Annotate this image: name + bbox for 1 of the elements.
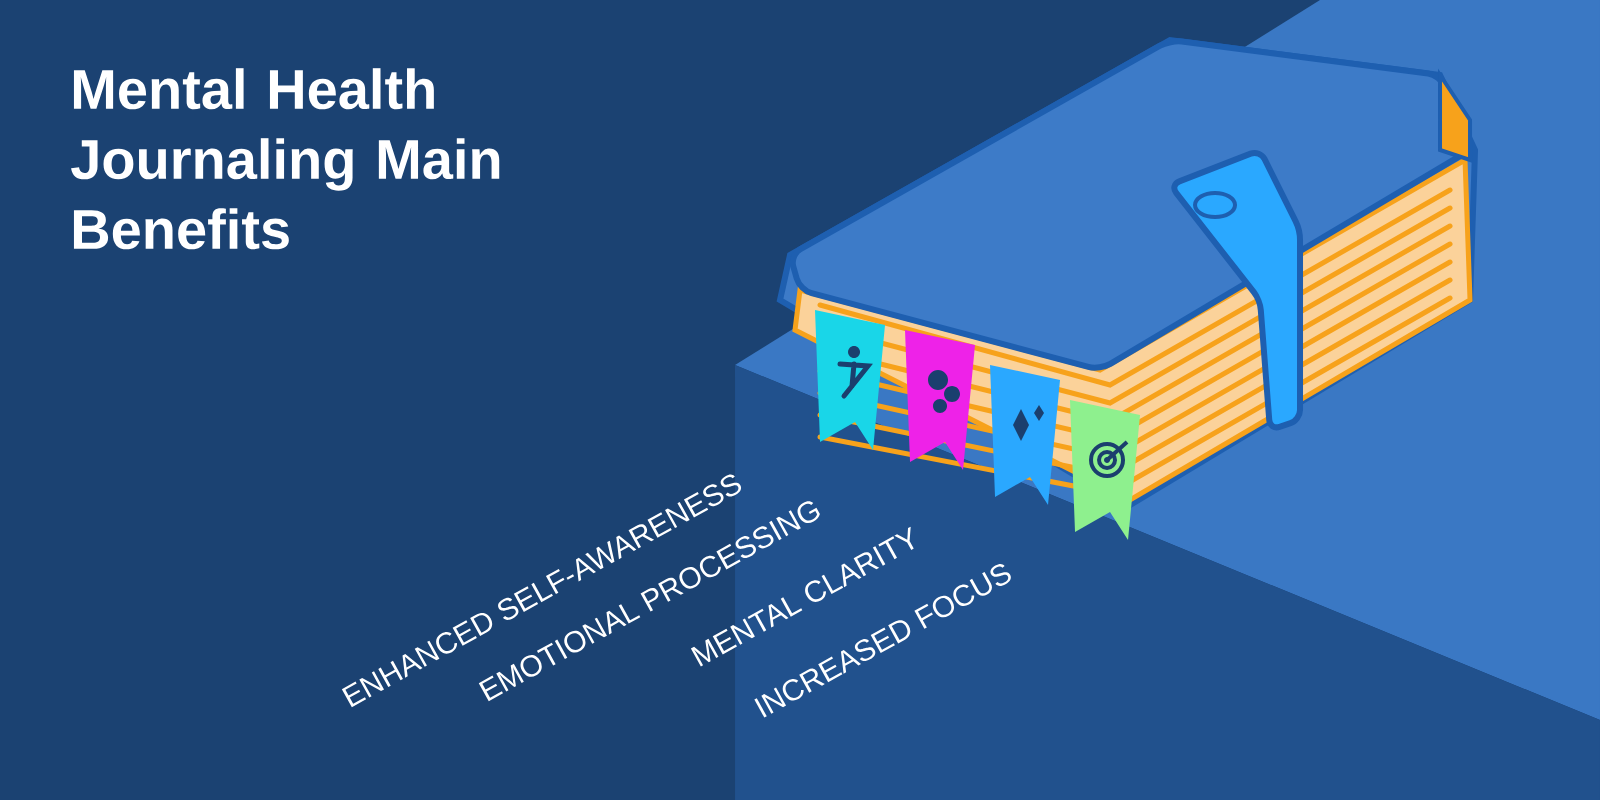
title: Mental Health Journaling Main Benefits xyxy=(71,68,500,250)
